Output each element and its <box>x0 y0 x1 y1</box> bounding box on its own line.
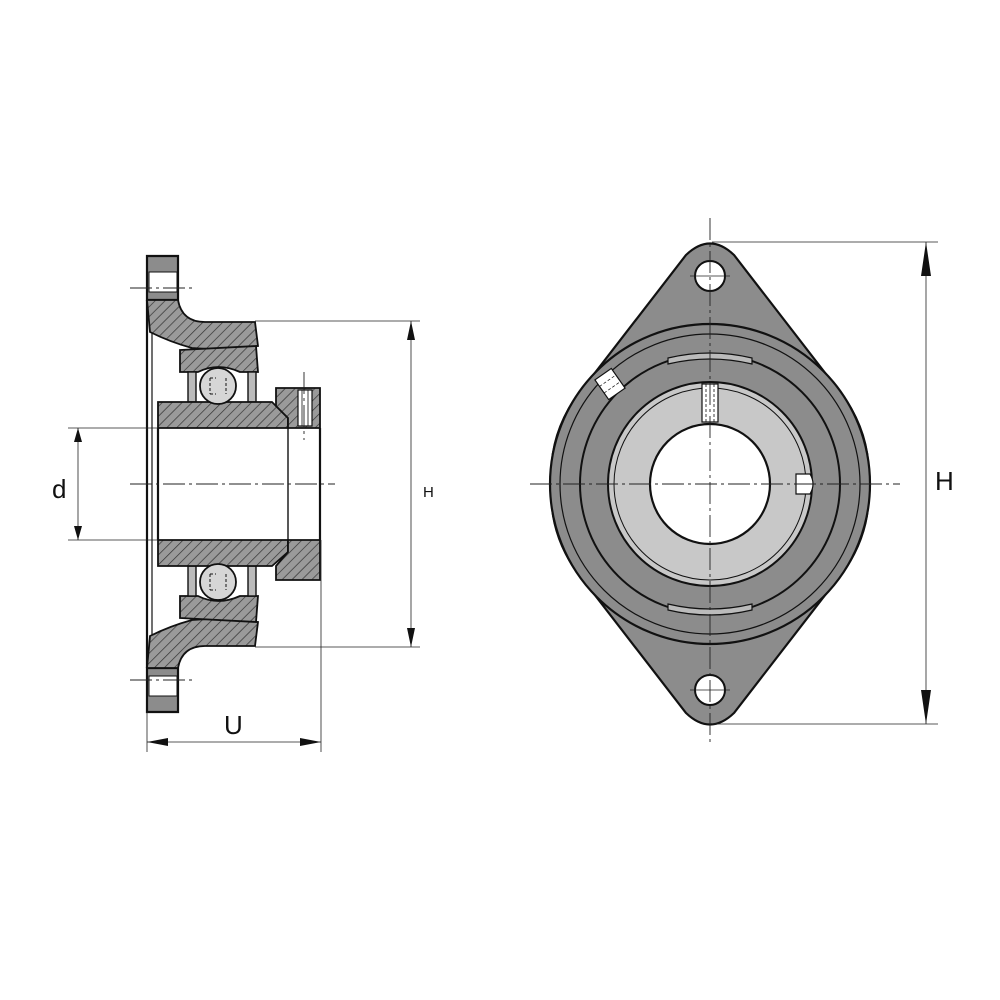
side-section-view: d H U <box>52 254 434 752</box>
housing-upper-section <box>146 299 260 351</box>
flange-bolt-hole-top <box>148 271 178 293</box>
ball-lower <box>199 563 237 601</box>
housing-lower-section <box>146 617 260 669</box>
dimension-u-label: U <box>224 710 243 740</box>
dimension-d-label: d <box>52 474 66 504</box>
front-view: H <box>530 218 954 742</box>
ball-upper <box>199 367 237 405</box>
flange-bolt-hole-bottom <box>148 675 178 697</box>
inner-ring-lower <box>157 539 289 567</box>
dimension-h-front-label: H <box>935 466 954 496</box>
inner-ring-upper <box>157 401 289 429</box>
grease-nipple <box>594 367 626 401</box>
dimension-h-side-label: H <box>423 484 434 501</box>
set-screw <box>297 389 313 427</box>
